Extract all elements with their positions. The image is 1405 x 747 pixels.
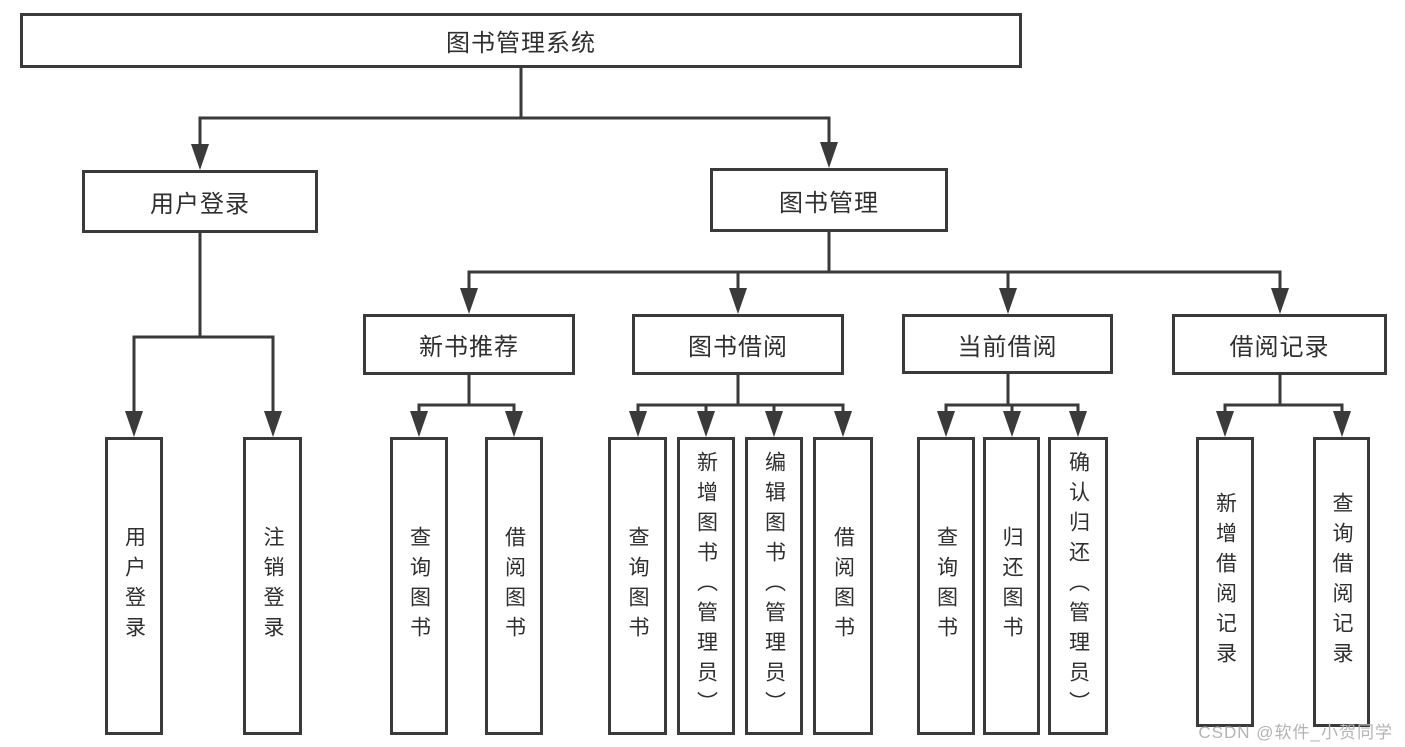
node-label: 新增借阅记录 (1213, 492, 1237, 672)
node-label: 图书管理 (779, 189, 879, 217)
node-label: 归还图书 (1000, 526, 1023, 646)
edge-user-login-to-leaves (125, 231, 282, 437)
node-label: 借阅图书 (502, 526, 526, 646)
leaf-query-borrow-record: 查询借阅记录 (1313, 437, 1370, 727)
leaf-borrow-books-recommend: 借阅图书 (485, 437, 543, 735)
node-label: 新增图书（管理员） (694, 451, 718, 721)
leaf-borrow-books-borrowing: 借阅图书 (813, 437, 873, 735)
edge-new-book-recommend-to-leaves (410, 373, 523, 437)
leaf-confirm-return-admin: 确认归还（管理员） (1048, 437, 1108, 735)
node-label: 图书管理系统 (446, 30, 596, 57)
node-label: 查询图书 (934, 526, 958, 646)
node-label: 新书推荐 (419, 334, 519, 361)
node-new-book-recommend: 新书推荐 (363, 314, 575, 375)
edge-book-management-to-level3 (460, 230, 1289, 314)
watermark: CSDN @软件_小贺同学 (1198, 723, 1393, 742)
node-label: 借阅记录 (1229, 334, 1330, 361)
leaf-user-login: 用户登录 (105, 437, 163, 735)
leaf-edit-books-admin: 编辑图书（管理员） (745, 437, 803, 735)
node-label: 图书借阅 (688, 334, 788, 361)
leaf-add-books-admin: 新增图书（管理员） (677, 437, 735, 735)
leaf-add-borrow-record: 新增借阅记录 (1196, 437, 1254, 727)
edge-book-borrowing-to-leaves (629, 373, 852, 437)
node-book-borrowing: 图书借阅 (632, 314, 844, 375)
leaf-query-books-recommend: 查询图书 (390, 437, 448, 735)
edge-borrowing-records-to-leaves (1216, 373, 1351, 437)
node-label: 借阅图书 (831, 526, 855, 646)
node-current-borrowing: 当前借阅 (902, 314, 1113, 374)
node-label: 用户登录 (150, 191, 250, 218)
leaf-logout: 注销登录 (243, 437, 302, 735)
node-label: 当前借阅 (957, 333, 1058, 361)
leaf-query-books-current: 查询图书 (917, 437, 975, 735)
node-user-login: 用户登录 (82, 170, 318, 233)
node-label: 确认归还（管理员） (1066, 451, 1090, 721)
node-label: 查询借阅记录 (1330, 492, 1353, 672)
node-label: 用户登录 (122, 526, 146, 646)
node-root: 图书管理系统 (20, 13, 1022, 68)
node-borrowing-records: 借阅记录 (1172, 314, 1387, 375)
node-label: 查询图书 (407, 526, 431, 646)
leaf-return-books: 归还图书 (983, 437, 1040, 735)
node-label: 查询图书 (626, 526, 649, 646)
edge-root-to-level2 (191, 66, 838, 170)
node-label: 注销登录 (261, 526, 284, 646)
node-book-management: 图书管理 (710, 168, 948, 232)
edge-current-borrowing-to-leaves (937, 372, 1087, 437)
leaf-query-books-borrowing: 查询图书 (608, 437, 667, 735)
node-label: 编辑图书（管理员） (762, 451, 786, 721)
